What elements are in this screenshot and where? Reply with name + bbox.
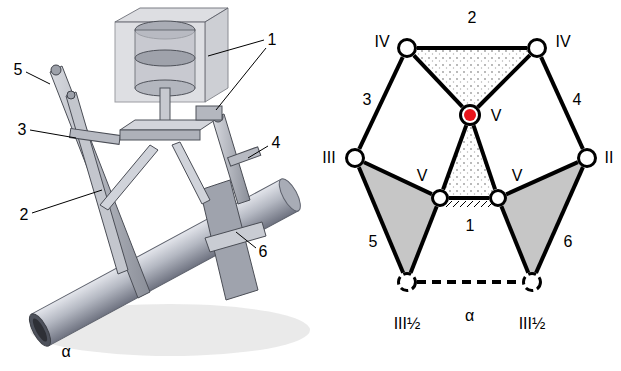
surface-label: α <box>61 344 70 360</box>
link-fills <box>355 48 587 282</box>
joint-circle: III½ <box>522 272 542 292</box>
joint-label: V <box>417 168 428 184</box>
cad-rendering <box>25 8 310 356</box>
joint-symbol <box>527 38 547 58</box>
link-line <box>364 162 432 194</box>
link-line <box>414 55 463 107</box>
joint-label: III½ <box>519 316 546 332</box>
link-label: α <box>463 308 476 324</box>
link-number: 2 <box>468 10 477 26</box>
link-line <box>506 162 578 194</box>
joint-label: II <box>605 150 614 166</box>
joint-symbol <box>522 272 542 292</box>
callout-number: 2 <box>20 207 29 223</box>
joint-label: V <box>491 108 502 124</box>
joint-circle: V <box>459 104 481 126</box>
link-line <box>474 125 496 189</box>
link-line <box>359 57 402 149</box>
link-line <box>541 57 583 149</box>
callout-number: 4 <box>272 135 281 151</box>
joint-symbol <box>577 148 597 168</box>
joint-circle: V <box>431 189 449 207</box>
joint-circle: III½ <box>397 272 417 292</box>
joint-circle: II <box>577 148 597 168</box>
joint-symbol <box>459 104 481 126</box>
callout-number: 5 <box>14 62 23 78</box>
link-line <box>417 280 522 284</box>
joint-label: III <box>322 150 335 166</box>
joint-circle: V <box>489 189 507 207</box>
callout-number: 6 <box>259 244 268 260</box>
link-line <box>417 46 527 50</box>
link-line <box>359 167 403 273</box>
callout-number: 1 <box>268 32 277 48</box>
callout-number: 3 <box>18 122 27 138</box>
link-line <box>411 206 437 272</box>
joint-label: V <box>512 168 523 184</box>
joint-circle: IV <box>397 38 417 58</box>
link-line <box>536 167 583 273</box>
joint-symbol <box>345 148 365 168</box>
link-number: 6 <box>564 234 573 250</box>
joint-symbol <box>489 189 507 207</box>
link-line <box>443 125 466 189</box>
link-line <box>449 196 489 200</box>
joint-circle: III <box>345 148 365 168</box>
joint-symbol <box>397 272 417 292</box>
leader-lines <box>26 40 268 248</box>
link-number: 3 <box>363 92 372 108</box>
joint-symbol <box>431 189 449 207</box>
link-number: 5 <box>369 234 378 250</box>
joint-label: IV <box>555 34 570 50</box>
joint-label: III½ <box>394 316 421 332</box>
link-line <box>501 206 528 272</box>
joint-symbol <box>397 38 417 58</box>
link-number: 1 <box>466 218 475 234</box>
link-number: 4 <box>573 92 582 108</box>
joint-circle: IV <box>527 38 547 58</box>
link-line <box>478 55 530 107</box>
joint-label: IV <box>374 34 389 50</box>
